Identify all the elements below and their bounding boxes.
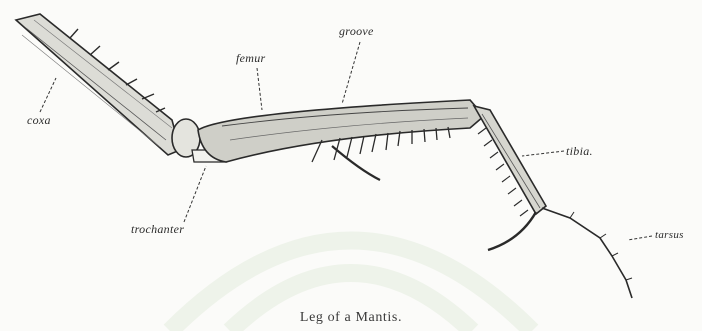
figure-caption: Leg of a Mantis. (0, 310, 702, 326)
label-tibia: tibia. (566, 144, 593, 159)
tarsus-segment (542, 208, 632, 298)
label-tarsus: tarsus (655, 229, 684, 241)
label-femur: femur (236, 51, 266, 66)
leader-lines (40, 42, 652, 240)
tibia-segment (474, 106, 546, 250)
label-groove: groove (339, 24, 374, 39)
label-trochanter: trochanter (131, 222, 184, 237)
coxa-segment (16, 14, 180, 155)
label-coxa: coxa (27, 113, 51, 128)
femur-segment (198, 100, 484, 180)
